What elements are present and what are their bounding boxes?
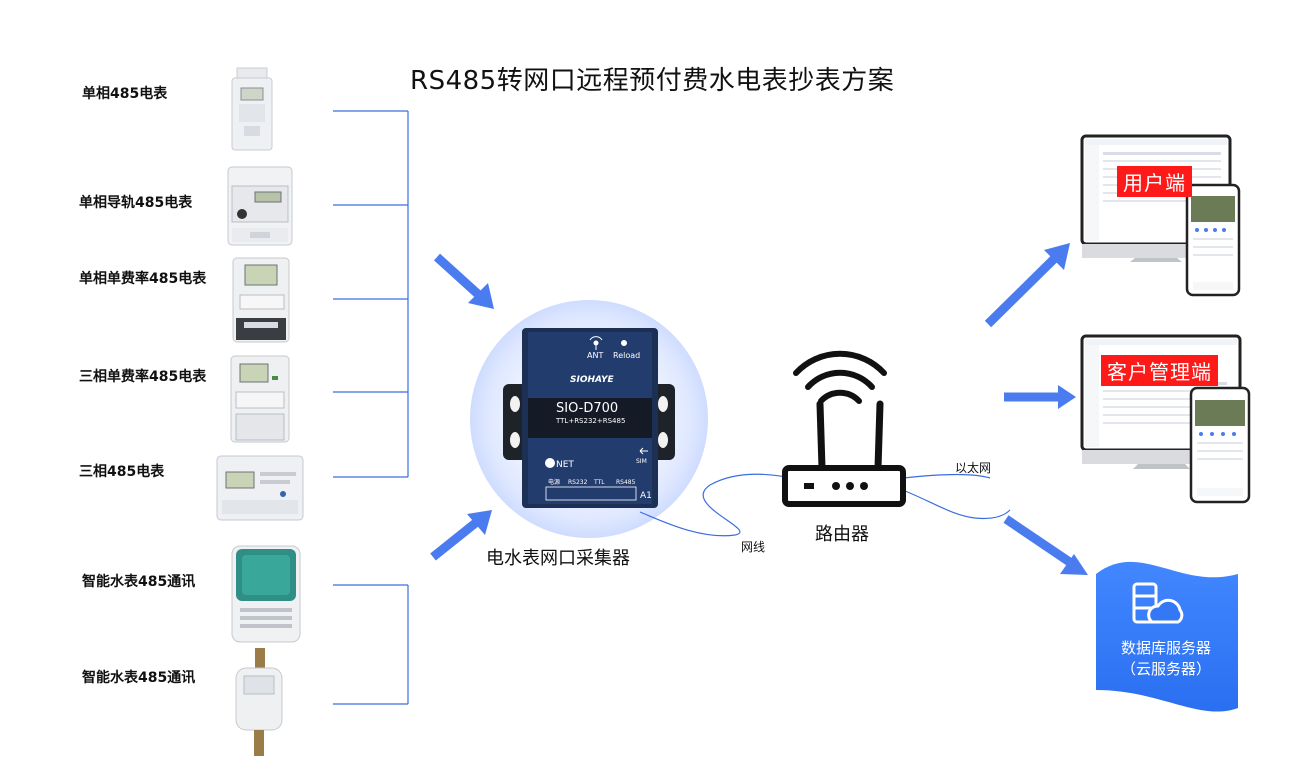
ethernet-cable: [894, 473, 1011, 520]
ethernet-label: 以太网: [955, 461, 992, 475]
meter-three-phase-485: [216, 455, 304, 521]
collector-port-rs232: RS232: [568, 479, 588, 486]
meter-single-phase-single-rate-485: [232, 257, 290, 343]
meter-label-1: 单相485电表: [82, 86, 168, 102]
meter-three-phase-single-rate-485: [230, 355, 290, 443]
customer-end-badge: 客户管理端: [1101, 355, 1218, 386]
cloud-line2: （云服务器）: [1120, 660, 1211, 678]
arrow-meters-to-collector-top: [433, 253, 494, 309]
collector-net-text: NET: [556, 460, 574, 470]
arrow-meters-to-collector-bottom: [430, 510, 492, 561]
collector-port-power: 电源: [548, 478, 560, 486]
arrow-router-to-user-end: [984, 243, 1070, 328]
collector-port-ttl: TTL: [593, 479, 605, 486]
arrow-router-to-customer-end: [1004, 385, 1076, 409]
diagram-title: RS485转网口远程预付费水电表抄表方案: [410, 66, 895, 96]
cloud-server: [1096, 561, 1238, 712]
antenna-icon: [589, 336, 603, 350]
meter-label-4: 三相单费率485电表: [79, 369, 207, 385]
water-meter-pipe: [235, 648, 283, 756]
database-cloud-icon: [1132, 582, 1184, 624]
collector-sim-text: SIM: [636, 458, 647, 465]
terminal-block: [545, 486, 637, 501]
water-meter-prepaid: [231, 545, 301, 643]
arrow-router-to-cloud: [1003, 515, 1088, 575]
collector-reload-text: Reload: [613, 351, 640, 360]
router-device: [782, 350, 906, 507]
collector-ant-text: ANT: [587, 351, 603, 360]
collector-model: SIO-D700: [556, 401, 618, 416]
meter-label-6: 智能水表485通讯: [82, 574, 196, 590]
net-led-icon: [545, 458, 555, 468]
reload-button-icon: [621, 340, 627, 346]
collector-brand: SIOHAYE: [570, 375, 614, 385]
sim-slot-icon: [639, 447, 648, 455]
collector-interfaces: TTL+RS232+RS485: [555, 417, 625, 425]
cable-label: 网线: [741, 540, 766, 554]
meter-label-3: 单相单费率485电表: [79, 271, 207, 287]
meter-label-5: 三相485电表: [79, 464, 165, 480]
meter-bracket-upper: [333, 110, 409, 478]
meter-single-phase-485: [231, 67, 273, 151]
user-end-badge: 用户端: [1117, 166, 1192, 197]
collector-device: ANT Reload SIOHAYE SIO-D700 TTL+RS232+RS…: [503, 328, 675, 508]
router-label: 路由器: [815, 524, 869, 545]
network-cable: [639, 473, 801, 537]
collector-port-rs485: RS485: [616, 479, 636, 486]
user-end-devices: [1080, 134, 1241, 297]
meter-single-phase-rail-485: [227, 166, 293, 246]
meter-label-7: 智能水表485通讯: [82, 670, 196, 686]
collector-port-a1: A1: [640, 491, 652, 501]
meter-bracket-lower: [333, 584, 409, 705]
meter-label-2: 单相导轨485电表: [79, 195, 193, 211]
wifi-icon: [793, 350, 887, 404]
cloud-server-label: 数据库服务器 （云服务器）: [1092, 638, 1240, 680]
collector-label: 电水表网口采集器: [486, 548, 630, 569]
cloud-line1: 数据库服务器: [1120, 639, 1211, 657]
